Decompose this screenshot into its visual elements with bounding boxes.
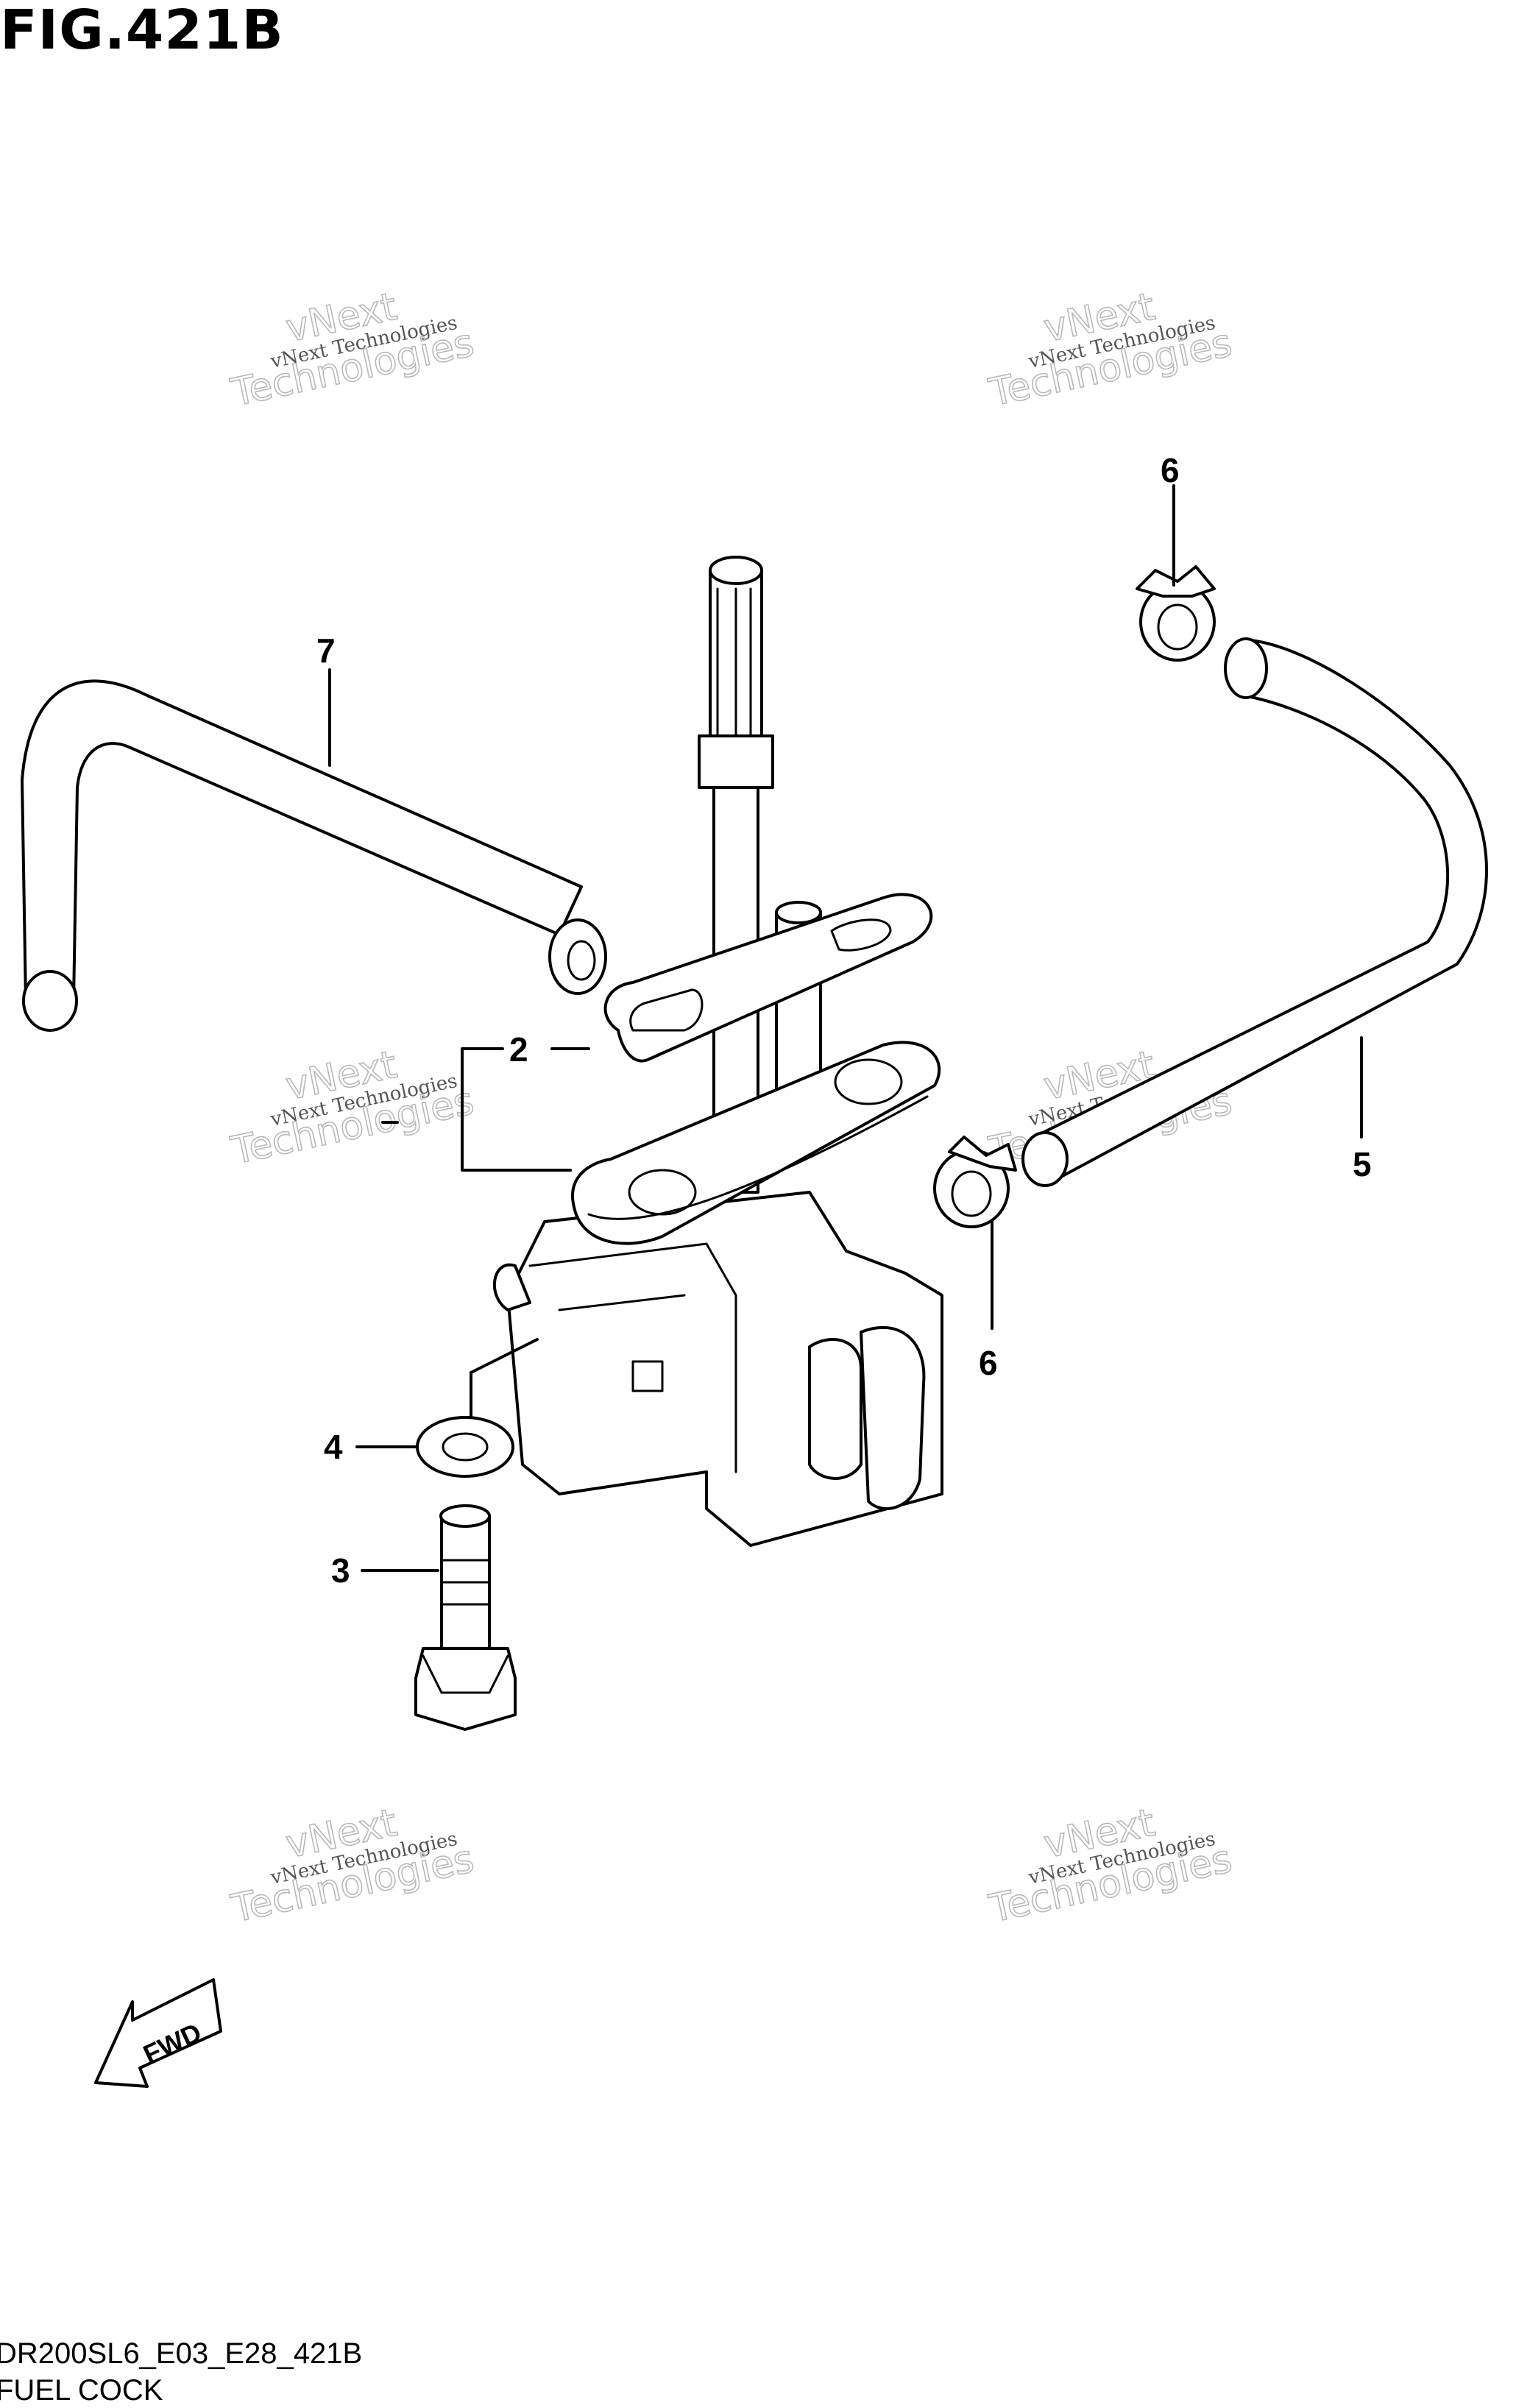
leader-lines (328, 484, 1363, 1572)
callout-7: 7 (316, 631, 336, 670)
callout-3: 3 (331, 1551, 350, 1590)
fwd-arrow-icon: FWD (94, 1978, 222, 2088)
part-2-gasket-upper (603, 893, 933, 1063)
fuel-cock-body (493, 556, 943, 1547)
callout-4: 4 (324, 1428, 343, 1466)
callout-6-lower: 6 (979, 1344, 998, 1382)
watermark-bottom-right: vNext Technologies vNext Technologies (985, 1800, 1236, 1932)
figure-code: DR200SL6_E03_E28_421B (0, 2337, 363, 2370)
part-4-washer (416, 1416, 514, 1478)
part-6-clamp-upper (1136, 565, 1216, 662)
callout-5: 5 (1353, 1145, 1372, 1183)
watermark-top-right: vNext Technologies vNext Technologies (985, 284, 1236, 416)
callout-2: 2 (509, 1030, 528, 1069)
part-5-hose (1021, 637, 1488, 1187)
watermark-bottom-left: vNext Technologies vNext Technologies (227, 1800, 478, 1932)
callout-6-upper: 6 (1161, 451, 1180, 489)
figure-name: FUEL COCK (0, 2374, 163, 2407)
figure-title: FIG.421B (0, 0, 284, 62)
part-3-bolt (414, 1504, 517, 1731)
part-6-clamp-lower (933, 1136, 1017, 1228)
watermark-middle-left: vNext Technologies vNext Technologies (227, 1042, 478, 1174)
part-2-gasket-lower (571, 1041, 941, 1245)
part-7-hose (21, 679, 607, 1032)
watermark-top-left: vNext Technologies vNext Technologies (227, 284, 478, 416)
